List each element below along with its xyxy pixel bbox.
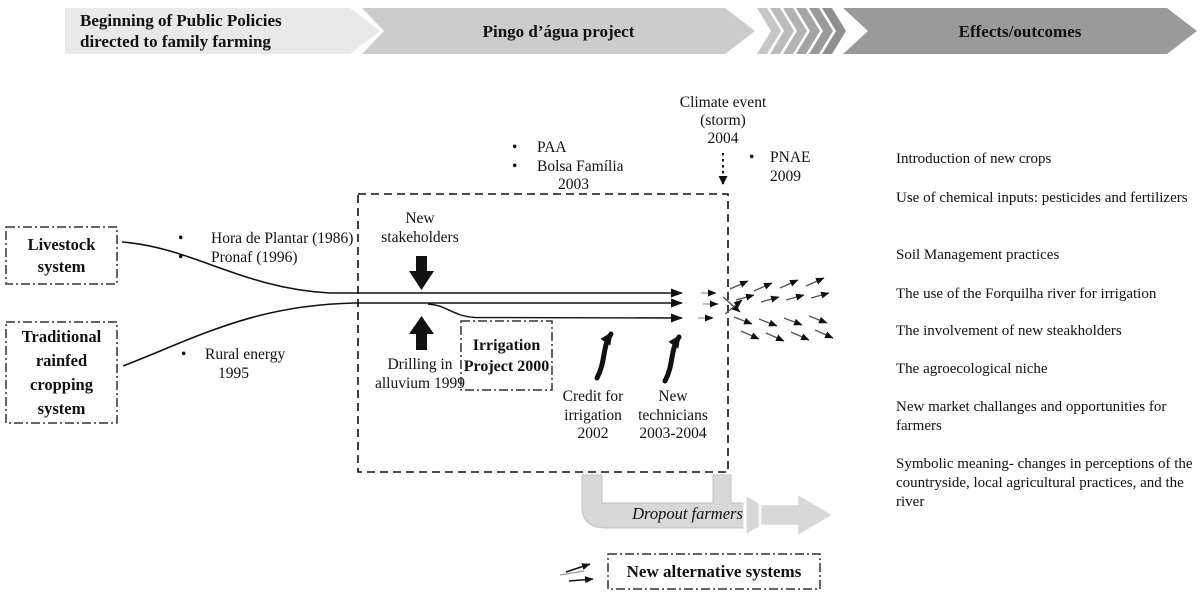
dispersal-arrows [698, 277, 834, 342]
new-alternative-systems-label: New alternative systems [626, 561, 802, 581]
dropout-pipe-shape [581, 474, 750, 529]
pnae-list: • PNAE 2009 [749, 149, 810, 186]
new-stakeholders-label: New stakeholders [381, 210, 459, 246]
outcome-item: Soil Management practices [896, 247, 1060, 263]
new-alternative-legend-arrows [559, 563, 594, 584]
paa-bolsa-list: • PAA • Bolsa Família 2003 [512, 139, 624, 195]
banner-stage-public-policies: Beginning of Public Policies directed to… [65, 8, 380, 54]
irrigation-project-box [460, 320, 553, 391]
drilling-alluvium-label: Drilling in alluvium 1999 [375, 356, 465, 392]
banner-stage-pingo-dagua: Pingo d’água project [362, 8, 755, 54]
livestock-system-box [5, 226, 118, 285]
list-item: • Bolsa Família [512, 158, 624, 177]
traditional-system-label: Traditional rainfed cropping system [21, 326, 102, 418]
outcome-item: Use of chemical inputs: pesticides and f… [896, 190, 1188, 206]
traditional-system-box [5, 321, 118, 424]
branch-trajectory-line [427, 303, 683, 323]
down-arrow-icon [409, 256, 434, 290]
bullet-icon: • [749, 149, 755, 166]
policy-bolsa-familia: Bolsa Família [537, 157, 624, 175]
new-technicians-label: New technicians 2003-2004 [638, 388, 708, 442]
climate-event-line1: Climate event [679, 94, 767, 111]
credit-irrigation-label: Credit for irrigation 2002 [562, 388, 624, 442]
banner-stage-effects-outcomes: Effects/outcomes [843, 8, 1197, 54]
policy-rural-energy-year: 1995 [218, 364, 249, 382]
technicians-curved-arrow-icon [662, 334, 682, 384]
climate-event-line2: (storm) [700, 112, 746, 129]
bullet-icon: • [178, 248, 184, 266]
project-dashed-box [357, 193, 729, 473]
policy-pronaf: Pronaf (1996) [211, 248, 298, 266]
early-policies-list: • Hora de Plantar (1986) • Pronaf (1996) [172, 230, 353, 267]
livestock-system-label: Livestock system [27, 234, 96, 276]
traditional-trajectory-line [122, 298, 683, 367]
policy-pnae-year: 2009 [770, 167, 801, 185]
irrigation-project-label: Irrigation Project 2000 [463, 336, 550, 375]
dropout-farmers-label: Dropout farmers [632, 504, 743, 523]
policy-bolsa-year: 2003 [558, 176, 589, 193]
dropout-solid-arrow-icon [758, 490, 837, 540]
banner-stage1-label: Beginning of Public Policies directed to… [80, 11, 282, 51]
climate-event-line3: 2004 [707, 130, 739, 147]
list-item: • Rural energy [181, 346, 285, 365]
list-item: • Pronaf (1996) [172, 249, 353, 268]
list-item: • Hora de Plantar (1986) [172, 230, 353, 249]
policy-paa: PAA [537, 139, 567, 156]
banner-stage3-label: Effects/outcomes [958, 21, 1082, 41]
list-item: • PNAE [749, 149, 810, 168]
policy-pnae: PNAE [770, 149, 811, 166]
outcome-item: New market challanges and opportunities … [896, 399, 1167, 434]
climate-event-label: Climate event (storm) 2004 [672, 94, 774, 148]
outcome-item: The use of the Forquilha river for irrig… [896, 286, 1157, 302]
bullet-icon: • [181, 346, 187, 363]
list-item: • PAA [512, 139, 624, 158]
outcome-item: Symbolic meaning- changes in perceptions… [896, 456, 1193, 510]
outcome-item: The agroecological niche [896, 361, 1048, 377]
bullet-icon: • [512, 157, 518, 175]
bullet-icon: • [178, 230, 184, 247]
up-arrow-icon [409, 316, 434, 350]
credit-curved-arrow-icon [594, 331, 614, 381]
outcome-item: Introduction of new crops [896, 151, 1052, 167]
bullet-icon: • [512, 139, 518, 156]
rural-energy-list: • Rural energy 1995 [181, 346, 285, 383]
policy-rural-energy: Rural energy [205, 346, 286, 363]
outcome-item: The involvement of new steakholders [896, 323, 1122, 339]
new-alternative-systems-box [607, 553, 821, 590]
banner-stage2-label: Pingo d’água project [482, 21, 635, 41]
policy-hora-de-plantar: Hora de Plantar (1986) [211, 230, 354, 247]
livestock-trajectory-line [121, 241, 683, 298]
